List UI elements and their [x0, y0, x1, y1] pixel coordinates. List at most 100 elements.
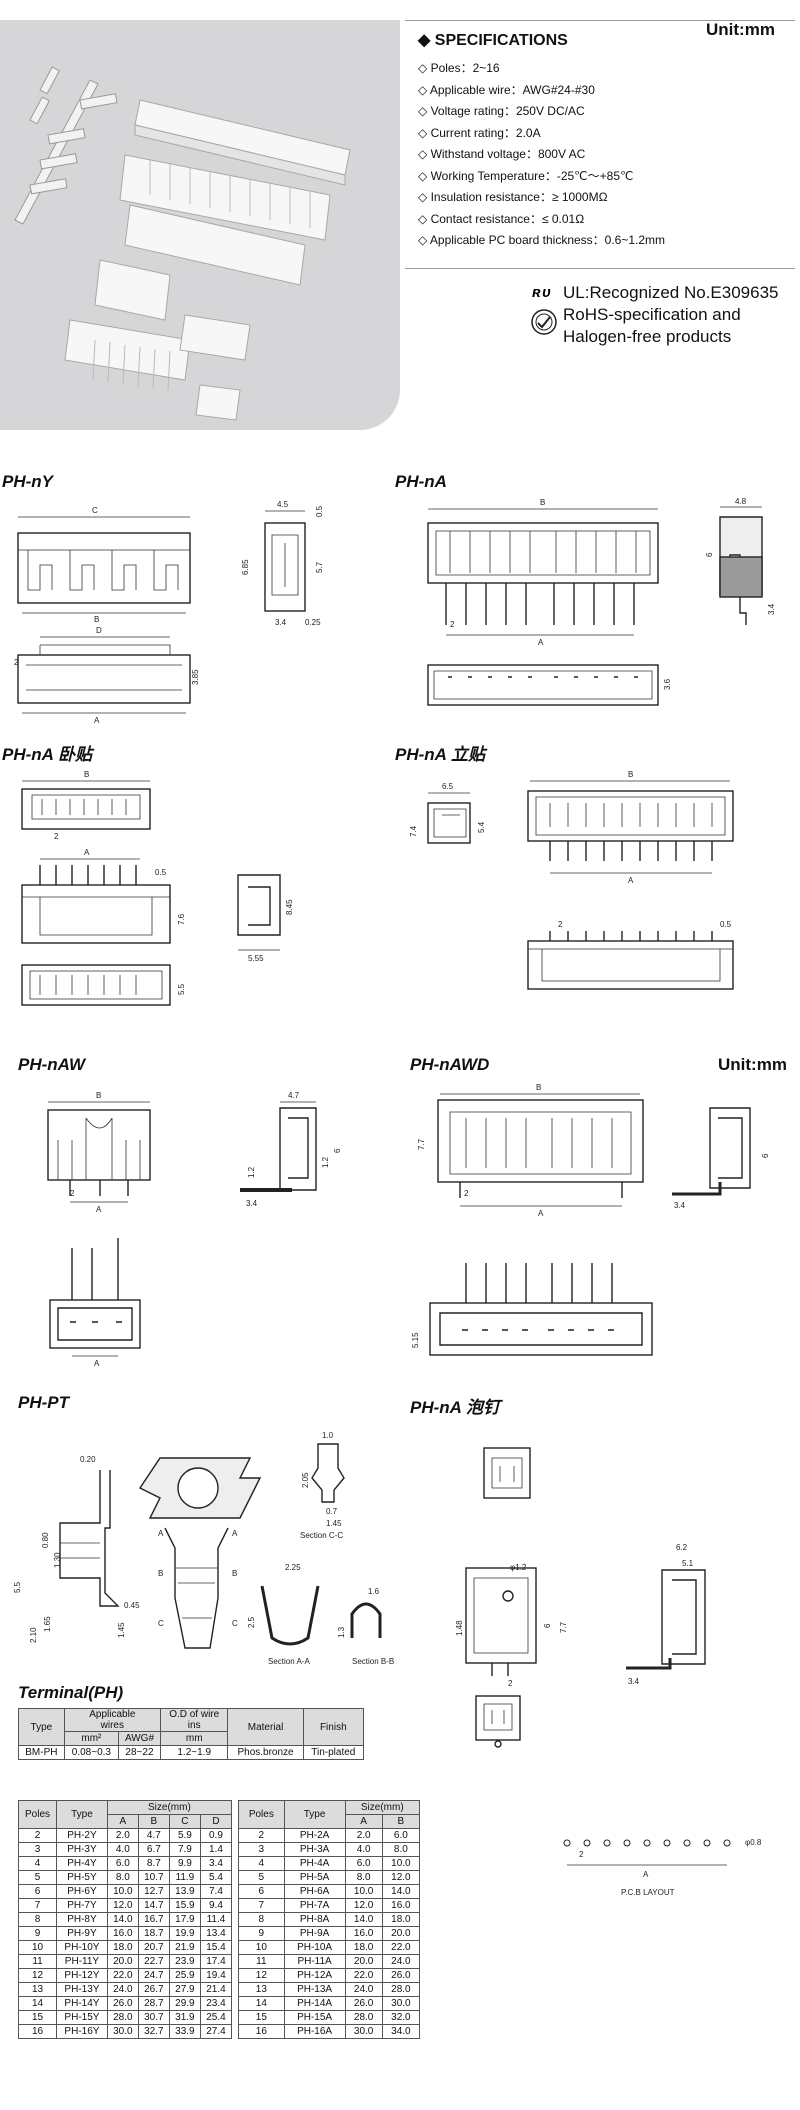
- phna-boss-drawing: φ1.2 1.48 6 7.7 2 6.2 5.1 3.4: [455, 1447, 706, 1688]
- spec-item: Current rating：2.0A: [418, 123, 665, 145]
- phpt-terminal-drawing: 0.20 5.5 0.80 1.30 2.10 1.65 0.45 1.45 A…: [13, 1431, 394, 1666]
- header-material: Material: [227, 1708, 304, 1746]
- svg-text:B: B: [158, 1569, 163, 1578]
- specifications-title: ◆ SPECIFICATIONS: [418, 32, 568, 49]
- svg-text:1.2: 1.2: [247, 1166, 256, 1178]
- svg-text:A: A: [96, 1205, 102, 1214]
- svg-text:B: B: [96, 1091, 101, 1100]
- svg-text:A: A: [538, 1209, 544, 1218]
- svg-text:A: A: [628, 876, 634, 885]
- spec-item: Applicable PC board thickness：0.6~1.2mm: [418, 230, 665, 252]
- specifications-list: Poles：2~16 Applicable wire：AWG#24-#30 Vo…: [418, 58, 665, 252]
- svg-text:5.15: 5.15: [411, 1332, 420, 1348]
- spec-item: Applicable wire：AWG#24-#30: [418, 80, 665, 102]
- svg-text:4.7: 4.7: [288, 1091, 300, 1100]
- svg-text:3.4: 3.4: [674, 1201, 686, 1210]
- phna-smt-vertical-drawing: 6.5 7.4 5.4 B A 2 0.5: [409, 770, 734, 990]
- svg-text:A: A: [94, 716, 100, 725]
- pcb-hole-icon: [683, 1839, 691, 1847]
- svg-text:7.7: 7.7: [559, 1621, 568, 1633]
- svg-text:1.0: 1.0: [322, 1431, 334, 1440]
- pcb-hole-icon: [663, 1839, 671, 1847]
- header-finish: Finish: [302, 1708, 365, 1746]
- svg-text:3.4: 3.4: [628, 1677, 640, 1686]
- pcb-hole-icon: [643, 1839, 651, 1847]
- svg-text:A: A: [94, 1359, 100, 1368]
- svg-text:7.7: 7.7: [417, 1138, 426, 1150]
- section-title-phnawd: PH-nAWD: [410, 1055, 490, 1074]
- svg-text:0.5: 0.5: [155, 868, 167, 877]
- svg-text:A: A: [158, 1529, 164, 1538]
- section-title-phna: PH-nA: [395, 472, 447, 491]
- svg-text:7.6: 7.6: [177, 913, 186, 925]
- phna-smt-horizontal-drawing: B 2 A 0.5 7.6 5.5 8.45 5.55: [21, 770, 294, 1006]
- svg-text:7.4: 7.4: [409, 825, 418, 837]
- svg-text:5.7: 5.7: [315, 561, 324, 573]
- svg-text:1.48: 1.48: [455, 1620, 464, 1636]
- svg-text:A: A: [232, 1529, 238, 1538]
- svg-text:6: 6: [543, 1623, 552, 1628]
- product-photo: [0, 20, 400, 430]
- svg-text:6: 6: [705, 552, 714, 557]
- svg-text:5.5: 5.5: [13, 1581, 22, 1593]
- svg-text:ᴜ: ᴜ: [542, 284, 551, 301]
- svg-text:C: C: [158, 1619, 164, 1628]
- svg-text:5.4: 5.4: [477, 821, 486, 833]
- svg-text:0.80: 0.80: [41, 1532, 50, 1548]
- svg-text:A: A: [538, 638, 544, 647]
- svg-text:1.45: 1.45: [117, 1622, 126, 1638]
- svg-text:5.5: 5.5: [177, 983, 186, 995]
- spec-item: Insulation resistance：≥ 1000MΩ: [418, 187, 665, 209]
- section-title-phpt: PH-PT: [18, 1393, 69, 1412]
- svg-text:D: D: [96, 626, 102, 635]
- svg-text:1.30: 1.30: [53, 1552, 62, 1568]
- section-title-phny: PH-nY: [2, 472, 53, 491]
- pcb-hole-icon: [583, 1839, 591, 1847]
- pcb-hole-icon: [703, 1839, 711, 1847]
- rohs-text: RoHS-specification and Halogen-free prod…: [563, 305, 741, 346]
- svg-text:4.5: 4.5: [277, 500, 289, 509]
- svg-text:2: 2: [450, 620, 455, 629]
- svg-text:Section A-A: Section A-A: [268, 1657, 310, 1666]
- svg-text:ʀ: ʀ: [532, 284, 541, 301]
- svg-text:0.7: 0.7: [326, 1507, 338, 1516]
- svg-text:1.65: 1.65: [43, 1616, 52, 1632]
- svg-text:2.25: 2.25: [285, 1563, 301, 1572]
- svg-text:B: B: [94, 615, 99, 624]
- divider: [405, 268, 795, 269]
- svg-text:φ1.2: φ1.2: [510, 1563, 527, 1572]
- pcb-hole-icon: [603, 1839, 611, 1847]
- connector-photo-drawing: [14, 66, 351, 421]
- svg-text:6: 6: [761, 1153, 770, 1158]
- section-title-phna-smt-horizontal: PH-nA 卧贴: [2, 745, 93, 764]
- rohs-seal-icon: [530, 308, 558, 336]
- pcb-hole-icon: [723, 1839, 731, 1847]
- svg-text:3.4: 3.4: [246, 1199, 258, 1208]
- spec-item: Contact resistance：≤ 0.01Ω: [418, 209, 665, 231]
- svg-text:2: 2: [508, 1679, 513, 1688]
- svg-text:C: C: [92, 506, 98, 515]
- svg-text:0.25: 0.25: [305, 618, 321, 627]
